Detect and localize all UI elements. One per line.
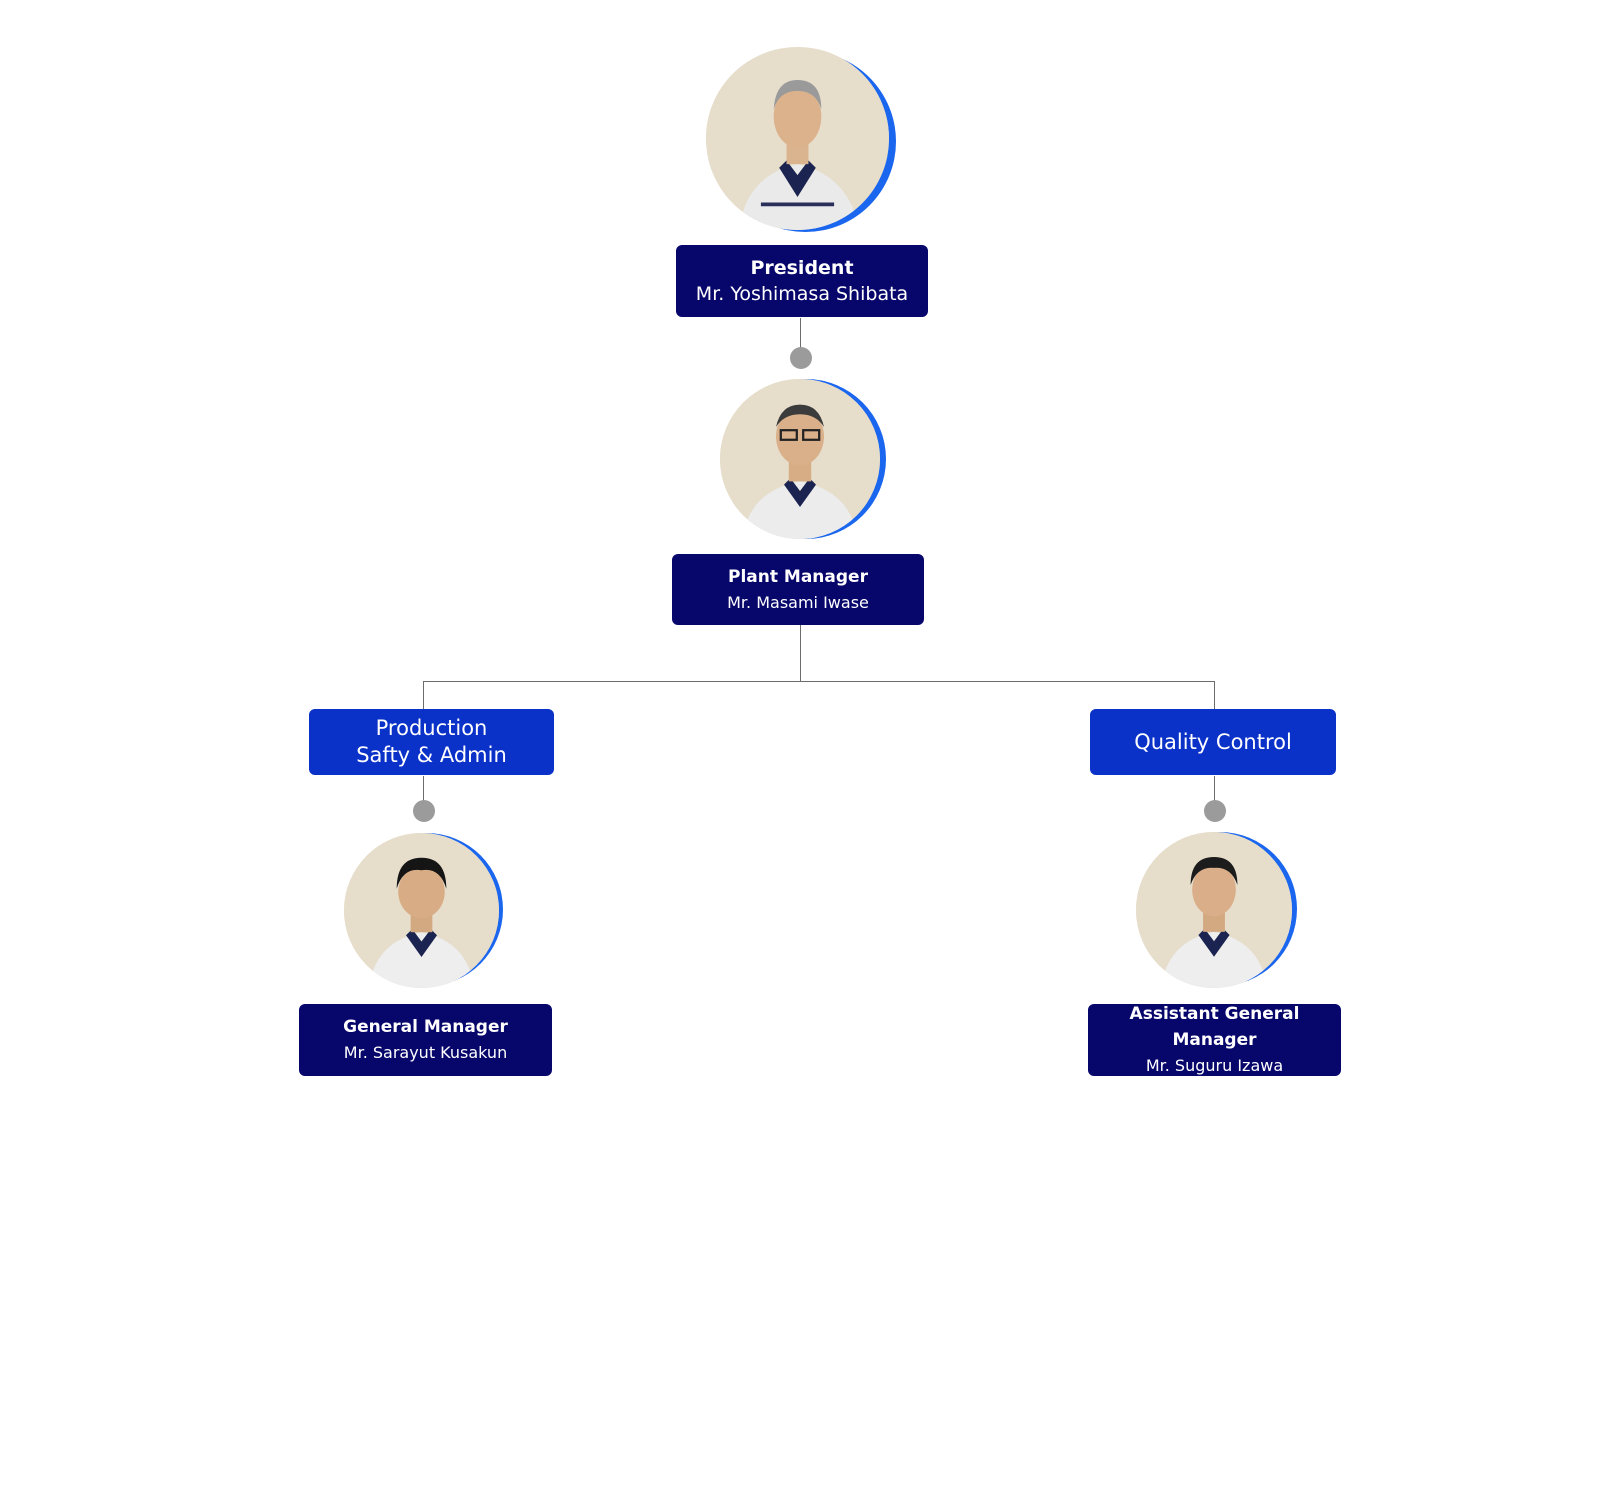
plant-manager-title: Plant Manager xyxy=(728,566,868,587)
president-box: President Mr. Yoshimasa Shibata xyxy=(676,245,928,317)
connector-president-plant xyxy=(800,318,801,358)
plant-manager-photo xyxy=(720,379,886,541)
department-production: Production Safty & Admin xyxy=(309,709,554,775)
department-production-label: Production Safty & Admin xyxy=(356,716,507,767)
avatar xyxy=(1136,832,1292,988)
assistant-general-manager-box: Assistant General Manager Mr. Suguru Iza… xyxy=(1088,1004,1341,1076)
avatar xyxy=(706,47,889,230)
connector-quality-down xyxy=(1214,776,1215,812)
general-manager-photo xyxy=(344,833,503,988)
avatar xyxy=(720,379,880,539)
assistant-general-manager-name: Mr. Suguru Izawa xyxy=(1145,1056,1284,1075)
president-name: Mr. Yoshimasa Shibata xyxy=(695,283,909,305)
general-manager-name: Mr. Sarayut Kusakun xyxy=(343,1043,508,1062)
department-quality-control: Quality Control xyxy=(1090,709,1336,775)
connector-plant-down xyxy=(800,625,801,681)
node-dot-president xyxy=(790,347,812,369)
connector-left-drop xyxy=(423,681,424,709)
plant-manager-name: Mr. Masami Iwase xyxy=(727,592,869,612)
connector-production-down xyxy=(423,776,424,812)
department-quality-control-label: Quality Control xyxy=(1134,729,1292,754)
president-title: President xyxy=(750,257,854,279)
plant-manager-box: Plant Manager Mr. Masami Iwase xyxy=(672,554,924,625)
connector-right-drop xyxy=(1214,681,1215,709)
node-dot-quality xyxy=(1204,800,1226,822)
avatar xyxy=(344,833,499,988)
node-dot-production xyxy=(413,800,435,822)
assistant-general-manager-photo xyxy=(1136,832,1297,988)
general-manager-title: General Manager xyxy=(343,1017,508,1037)
assistant-general-manager-title: Assistant General Manager xyxy=(1129,1004,1300,1050)
connector-horizontal xyxy=(423,681,1215,682)
president-photo xyxy=(706,47,896,237)
general-manager-box: General Manager Mr. Sarayut Kusakun xyxy=(299,1004,552,1076)
